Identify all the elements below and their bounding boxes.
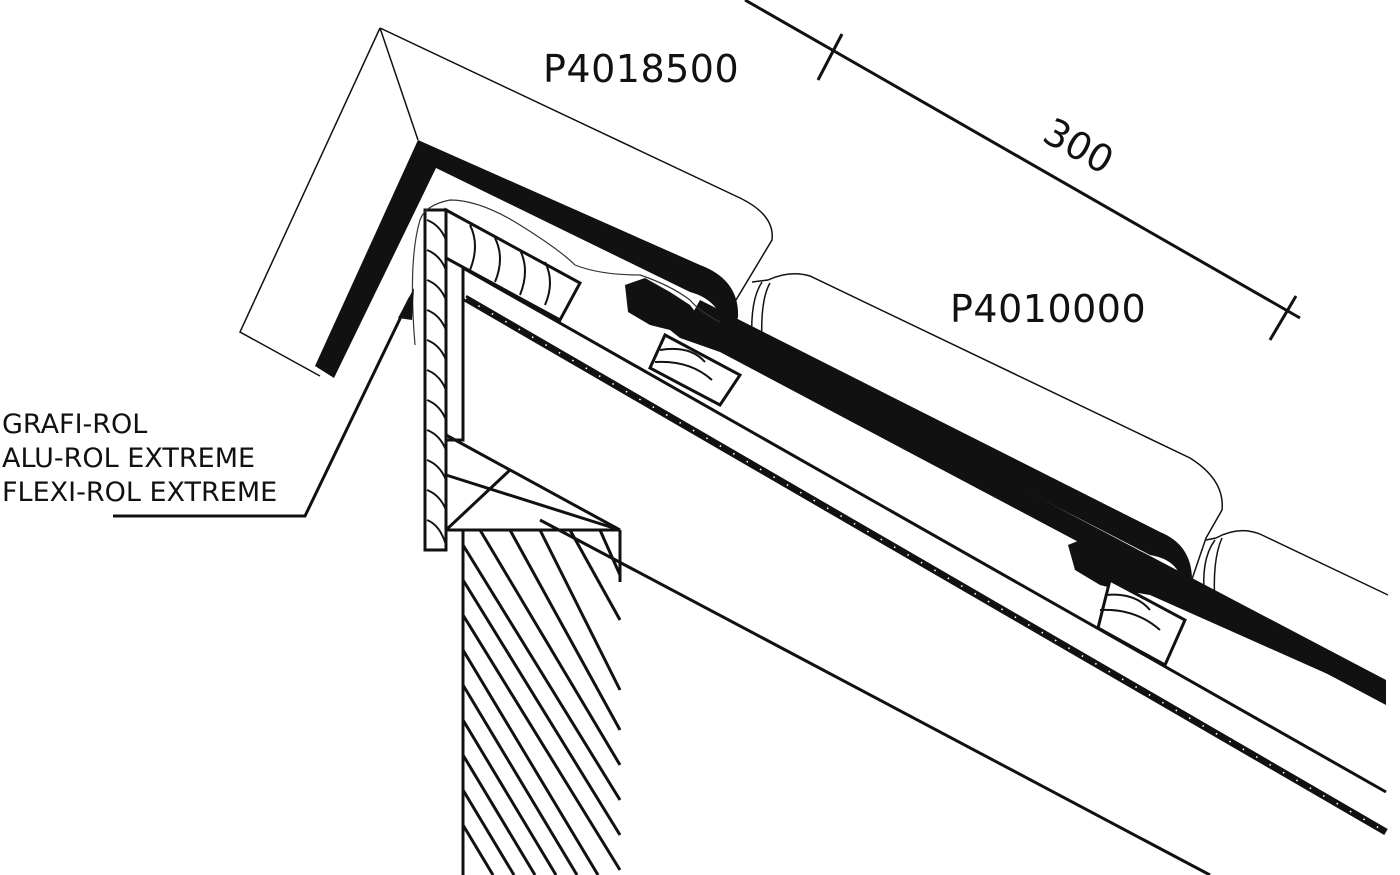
strut-bracket — [444, 433, 621, 532]
material-item: ALU-ROL EXTREME — [2, 443, 256, 474]
roof-tile-code-label: P4010000 — [950, 287, 1147, 331]
ridge-tile-outline — [239, 27, 773, 377]
ridge-tile-code-label: P4018500 — [543, 47, 740, 91]
callout-arrowhead-icon — [398, 288, 414, 320]
ridge-tile-profile — [315, 140, 739, 378]
material-callout: GRAFI-ROL ALU-ROL EXTREME FLEXI-ROL EXTR… — [2, 408, 277, 510]
callout-leader — [113, 297, 412, 518]
membrane-layers — [462, 266, 1388, 875]
material-item: GRAFI-ROL — [2, 409, 148, 440]
timber-battens — [648, 332, 1187, 668]
hatched-rafter — [461, 529, 622, 875]
ridge-batten — [444, 207, 583, 323]
ridge-board — [423, 208, 465, 552]
roof-tile-profile — [625, 278, 1386, 705]
ridge-board-grain — [426, 219, 447, 546]
flexible-ridge-roll — [411, 199, 721, 346]
dimension-line — [744, 0, 1301, 341]
material-item: FLEXI-ROL EXTREME — [2, 477, 278, 508]
